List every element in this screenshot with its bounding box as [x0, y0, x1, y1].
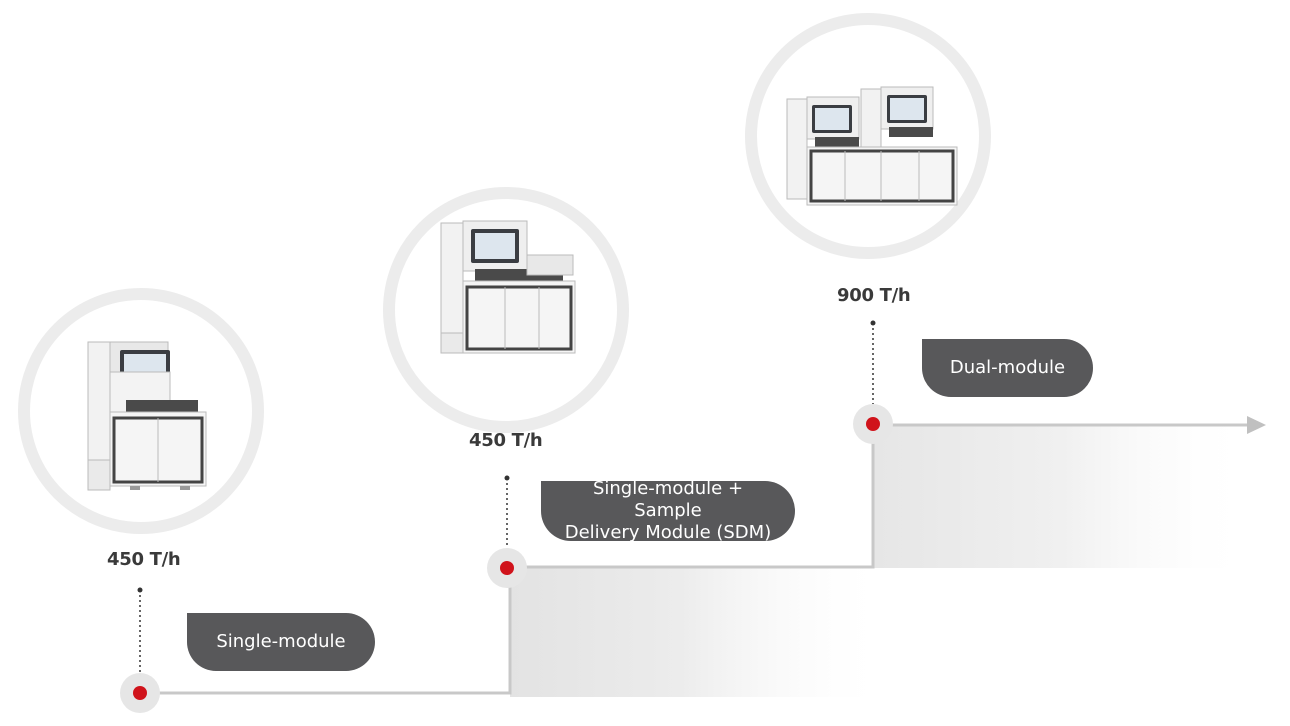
- step-shade-2: [873, 425, 1253, 568]
- analyzer-single-icon: [87, 341, 207, 491]
- stage-pill-3: Dual-module: [922, 339, 1093, 397]
- arrow-head-icon: [1247, 416, 1266, 434]
- connector-dot-2: [504, 475, 510, 481]
- analyzer-dual-icon: [786, 86, 958, 206]
- analyzer-sdm-icon: [440, 220, 576, 354]
- marker-3: [853, 404, 893, 444]
- marker-1: [120, 673, 160, 713]
- stage-label-3: Dual-module: [949, 357, 1066, 378]
- connector-dot-3: [870, 320, 876, 326]
- stage-label-1: Single-module: [216, 631, 346, 652]
- rate-label-1: 450 T/h: [107, 549, 181, 570]
- product-ring-2: [383, 187, 629, 433]
- step-shade-1: [510, 567, 890, 697]
- stage-label-2: Single-module + Sample Delivery Module (…: [564, 478, 772, 543]
- timeline-step-line: [140, 423, 1250, 695]
- connector-dot-1: [137, 587, 143, 593]
- rate-label-2: 450 T/h: [469, 430, 543, 451]
- stage-pill-1: Single-module: [187, 613, 375, 671]
- product-ring-1: [18, 288, 264, 534]
- stage-pill-2: Single-module + Sample Delivery Module (…: [541, 478, 795, 543]
- marker-2: [487, 548, 527, 588]
- rate-label-3: 900 T/h: [837, 285, 911, 306]
- product-ring-3: [745, 13, 991, 259]
